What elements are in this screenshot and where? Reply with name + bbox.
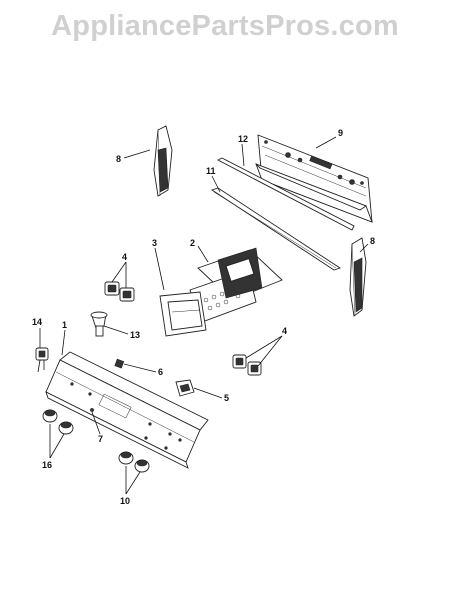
callout-11: 11	[206, 166, 216, 176]
callout-4-lower: 4	[282, 326, 287, 336]
part-13-lamp-socket	[90, 311, 108, 337]
part-10-knobs	[118, 451, 150, 473]
watermark-banner: AppliancePartsPros.com	[0, 4, 450, 48]
callout-10: 10	[120, 496, 130, 506]
callout-7: 7	[98, 434, 103, 444]
callout-3: 3	[152, 238, 157, 248]
callout-4-upper: 4	[122, 252, 127, 262]
callout-13: 13	[130, 330, 140, 340]
part-12-trim-strip	[217, 157, 355, 231]
part-11-rail	[210, 187, 342, 271]
watermark-text: AppliancePartsPros.com	[51, 9, 399, 42]
part-4-upper-knobs	[104, 281, 135, 302]
callout-12: 12	[238, 134, 248, 144]
part-9-rear-panel	[255, 134, 373, 223]
callout-16: 16	[42, 460, 52, 470]
callout-9: 9	[338, 128, 343, 138]
leader-lines	[39, 136, 369, 495]
part-2-control-board	[189, 247, 283, 323]
part-8-left-end-cap	[153, 125, 173, 197]
callout-8-left: 8	[116, 154, 121, 164]
part-8-right-end-cap	[349, 237, 367, 317]
part-3-display-window	[159, 291, 207, 337]
callout-1: 1	[62, 320, 67, 330]
callout-14: 14	[32, 317, 42, 327]
part-1-control-panel	[45, 351, 209, 469]
part-16-knobs	[42, 409, 74, 435]
callout-labels: 8 9 12 11 8 2 3 4 13 14 1 4 6 5 7 16 10	[32, 128, 375, 506]
part-14-switch	[35, 347, 49, 373]
part-6-clip	[114, 358, 125, 369]
callout-6: 6	[158, 367, 163, 377]
callout-2: 2	[190, 238, 195, 248]
callout-8-right: 8	[370, 236, 375, 246]
part-7-screw	[90, 408, 94, 412]
part-5-bracket	[175, 379, 195, 397]
part-4-lower-knobs	[232, 354, 262, 376]
callout-5: 5	[224, 393, 229, 403]
